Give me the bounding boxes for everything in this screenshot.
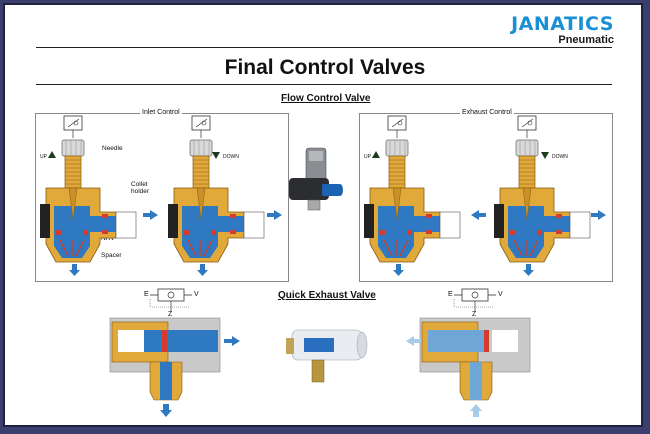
- down-arrow-icon: [212, 152, 220, 159]
- symbol-label-z-left: Z: [168, 311, 173, 318]
- down-label-2: DOWN: [552, 154, 568, 160]
- callout-nrv: NRV: [101, 235, 115, 242]
- symbol-label-v-left: V: [194, 291, 199, 298]
- symbol-label-e-left: E: [144, 291, 149, 298]
- page-title: Final Control Valves: [224, 56, 426, 79]
- qev-symbol-right: [453, 288, 496, 311]
- up-arrow-icon: [48, 151, 56, 158]
- callout-needle: Needle: [102, 145, 123, 152]
- flow-valve-photo: [289, 147, 343, 211]
- top-rule: [36, 47, 612, 48]
- symbol-label-v-right: V: [498, 291, 503, 298]
- brand-name: JANATICS: [511, 13, 614, 35]
- down-label-1: DOWN: [223, 154, 239, 160]
- inlet-control-label: Inlet Control: [140, 109, 182, 116]
- flow-control-title: Flow Control Valve: [281, 93, 371, 104]
- exhaust-control-label: Exhaust Control: [460, 109, 514, 116]
- up-arrow-icon: [372, 151, 380, 158]
- qev-photo: [286, 329, 368, 383]
- callout-spacer: Spacer: [101, 252, 122, 259]
- brand-subtitle: Pneumatic: [558, 34, 614, 46]
- title-rule: [36, 84, 612, 85]
- quick-exhaust-title: Quick Exhaust Valve: [278, 290, 376, 301]
- brand-logo: JANATICS Pneumatic: [511, 14, 614, 46]
- symbol-label-z-right: Z: [472, 311, 477, 318]
- symbol-label-e-right: E: [448, 291, 453, 298]
- up-label-2: UP: [364, 154, 371, 160]
- down-arrow-icon: [541, 152, 549, 159]
- callout-collet-holder: Collet holder: [131, 181, 150, 195]
- qev-cutaway-left: [109, 317, 240, 417]
- qev-cutaway-right: [406, 317, 531, 417]
- qev-symbol-left: [149, 288, 192, 311]
- up-label-1: UP: [40, 154, 47, 160]
